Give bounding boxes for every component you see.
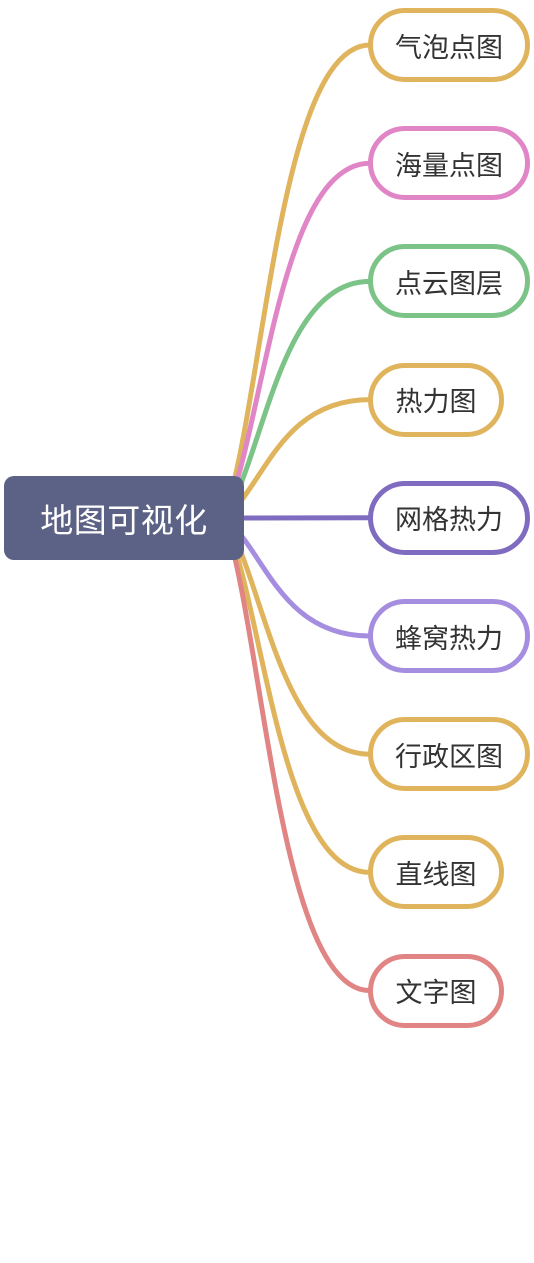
branch-node[interactable]: 网格热力 — [368, 480, 530, 555]
connector-line — [221, 515, 373, 994]
branch-node[interactable]: 气泡点图 — [368, 8, 530, 82]
connector-line — [221, 160, 373, 521]
root-node[interactable]: 地图可视化 — [4, 476, 244, 560]
connector-line — [221, 42, 373, 521]
branch-node[interactable]: 行政区图 — [368, 717, 530, 792]
branch-node[interactable]: 热力图 — [368, 362, 504, 437]
branch-node[interactable]: 点云图层 — [368, 244, 530, 319]
branch-node[interactable]: 直线图 — [368, 835, 504, 910]
connector-line — [221, 515, 373, 875]
branch-node[interactable]: 文字图 — [368, 953, 504, 1028]
branch-node[interactable]: 海量点图 — [368, 126, 530, 201]
branch-node[interactable]: 蜂窝热力 — [368, 599, 530, 673]
